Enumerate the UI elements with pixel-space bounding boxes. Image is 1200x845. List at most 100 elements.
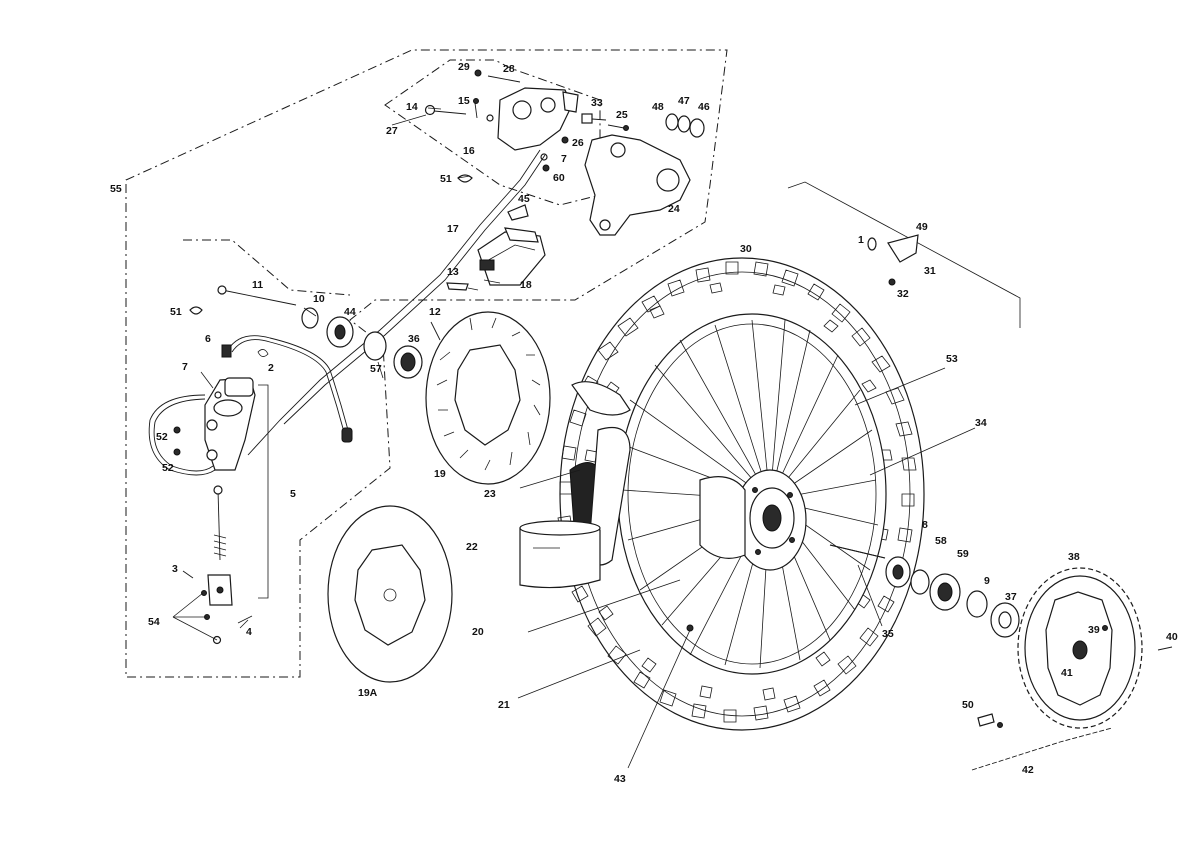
washer-60 [542,164,550,172]
spokes-34 [621,319,879,669]
screw-52a [173,426,181,434]
washer-16 [486,114,494,122]
label-45: 45 [518,193,530,205]
screw-3 [182,570,194,579]
bearing-8 [885,556,911,588]
chain-42 [971,727,1113,771]
label-22: 22 [466,541,478,553]
label-36: 36 [408,333,420,345]
brake-pads [477,227,546,286]
label-18: 18 [520,279,532,291]
rim-band-22 [519,520,601,589]
label-23: 23 [484,488,496,500]
label-2: 2 [268,362,274,374]
master-cylinder [204,377,256,471]
label-14: 14 [406,101,418,113]
bearing-36 [393,345,423,379]
leader-lines [172,107,976,769]
hose-loop [148,394,216,476]
brake-disc-19 [425,311,551,485]
label-35: 35 [882,628,894,640]
bolt-12 [430,321,441,341]
bearing-44 [326,316,354,348]
label-40: 40 [1166,631,1178,643]
brake-caliper [497,87,579,151]
label-49: 49 [916,221,928,233]
bolt-40 [1157,646,1173,651]
callout-labels: 29 28 14 15 33 25 48 47 46 27 16 26 7 60… [110,61,1178,785]
clip-51-left [189,306,203,315]
label-20: 20 [472,626,484,638]
label-5: 5 [290,488,296,500]
clevis-4 [207,574,233,606]
pin-4 [237,615,253,624]
label-8: 8 [922,519,928,531]
label-9: 9 [984,575,990,587]
pad-spring-45 [507,204,529,221]
label-44: 44 [344,306,356,318]
washer-7-lower [214,391,222,399]
label-58: 58 [935,535,947,547]
label-25: 25 [616,109,628,121]
label-43: 43 [614,773,626,785]
label-11: 11 [252,279,263,291]
label-4: 4 [246,626,252,638]
label-51b: 51 [170,306,182,318]
spacer-10 [301,307,319,329]
label-27: 27 [386,125,398,137]
reservoir-hose-6 [221,335,353,443]
brake-disc-19A [327,505,453,683]
label-24: 24 [668,203,680,215]
spacer-9 [966,590,988,618]
label-31: 31 [924,265,936,277]
label-32: 32 [897,288,909,300]
brake-hose [247,149,541,456]
label-34: 34 [975,417,987,429]
label-51a: 51 [440,173,452,185]
label-10: 10 [313,293,325,305]
hub [699,469,807,571]
label-7a: 7 [561,153,567,165]
bolt-33 [581,113,607,124]
label-26: 26 [572,137,584,149]
group-outline-55 [125,49,728,678]
bolt-14 [424,104,467,116]
push-rod [213,485,227,561]
label-7b: 7 [182,361,188,373]
label-29: 29 [458,61,470,73]
label-48: 48 [652,101,664,113]
label-42: 42 [1022,764,1034,776]
label-15: 15 [458,95,470,107]
label-52a: 52 [156,431,168,443]
label-3: 3 [172,563,178,575]
label-50: 50 [962,699,974,711]
label-55: 55 [110,183,122,195]
label-6: 6 [205,333,211,345]
label-38: 38 [1068,551,1080,563]
label-19A: 19A [358,687,378,699]
caliper-bolt-28 [487,75,521,83]
bleeder-15 [473,98,479,119]
label-41: 41 [1061,667,1073,679]
label-1: 1 [858,234,864,246]
rear-sprocket-38 [1017,567,1143,729]
clip-51-top [457,174,473,183]
label-52b: 52 [162,462,174,474]
brake-hose-line [283,154,546,425]
clamp-2 [257,349,269,357]
label-47: 47 [678,95,690,107]
label-16: 16 [463,145,475,157]
label-37: 37 [1005,591,1017,603]
screw-52b [173,448,181,456]
label-12: 12 [429,306,441,318]
label-54: 54 [148,616,160,628]
axle-11 [217,285,297,306]
label-33: 33 [591,97,603,109]
caliper-bracket [584,134,691,236]
spring-26 [561,136,569,144]
label-60: 60 [553,172,565,184]
chain-guard-bits [867,234,919,286]
spacer-35-inner [829,544,886,559]
